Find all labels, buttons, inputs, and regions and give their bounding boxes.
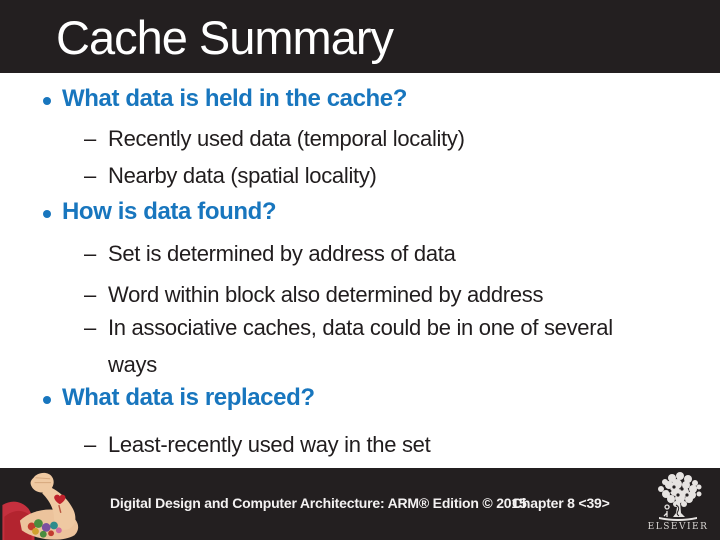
sub-bullet-text: Least-recently used way in the set xyxy=(108,432,431,457)
dash-icon: – xyxy=(84,315,96,340)
sub-bullet-item: – Set is determined by address of data xyxy=(84,235,456,272)
sub-bullet-text: Set is determined by address of data xyxy=(108,241,456,266)
bullet-item-what-replaced: What data is replaced? xyxy=(43,382,315,414)
bullet-icon xyxy=(43,396,51,404)
sub-bullet-item: – In associative caches, data could be i… xyxy=(84,309,613,383)
book-credit: Digital Design and Computer Architecture… xyxy=(110,495,527,511)
slide-title: Cache Summary xyxy=(56,11,394,64)
sub-bullet-text: Word within block also determined by add… xyxy=(108,282,544,307)
bullet-icon xyxy=(43,210,51,218)
bullet-heading: What data is replaced? xyxy=(62,384,315,411)
bullet-item-how-found: How is data found? xyxy=(43,196,277,228)
page-label: Chapter 8 <39> xyxy=(512,495,610,511)
tattooed-arm-image xyxy=(2,472,79,540)
sub-bullet-text: In associative caches, data could be in … xyxy=(108,315,613,377)
dash-icon: – xyxy=(84,282,96,307)
sub-bullet-item: – Word within block also determined by a… xyxy=(84,276,543,313)
sub-bullet-text: Recently used data (temporal locality) xyxy=(108,126,465,151)
bullet-icon xyxy=(43,97,51,105)
dash-icon: – xyxy=(84,163,96,188)
bullet-heading: How is data found? xyxy=(62,198,277,225)
dash-icon: – xyxy=(84,126,96,151)
elsevier-logo-text: ELSEVIER xyxy=(647,522,709,532)
elsevier-logo: ELSEVIER xyxy=(640,471,716,537)
sub-bullet-text: Nearby data (spatial locality) xyxy=(108,163,377,188)
footer-bar: Digital Design and Computer Architecture… xyxy=(0,468,720,540)
elsevier-tree-icon xyxy=(658,472,702,521)
title-bar: Cache Summary xyxy=(0,0,720,73)
bullet-item-what-data-held: What data is held in the cache? xyxy=(43,83,407,115)
bullet-heading: What data is held in the cache? xyxy=(62,85,407,112)
sub-bullet-item: – Nearby data (spatial locality) xyxy=(84,157,377,194)
dash-icon: – xyxy=(84,432,96,457)
sub-bullet-item: – Least-recently used way in the set xyxy=(84,426,431,463)
dash-icon: – xyxy=(84,241,96,266)
sub-bullet-item: – Recently used data (temporal locality) xyxy=(84,120,465,157)
